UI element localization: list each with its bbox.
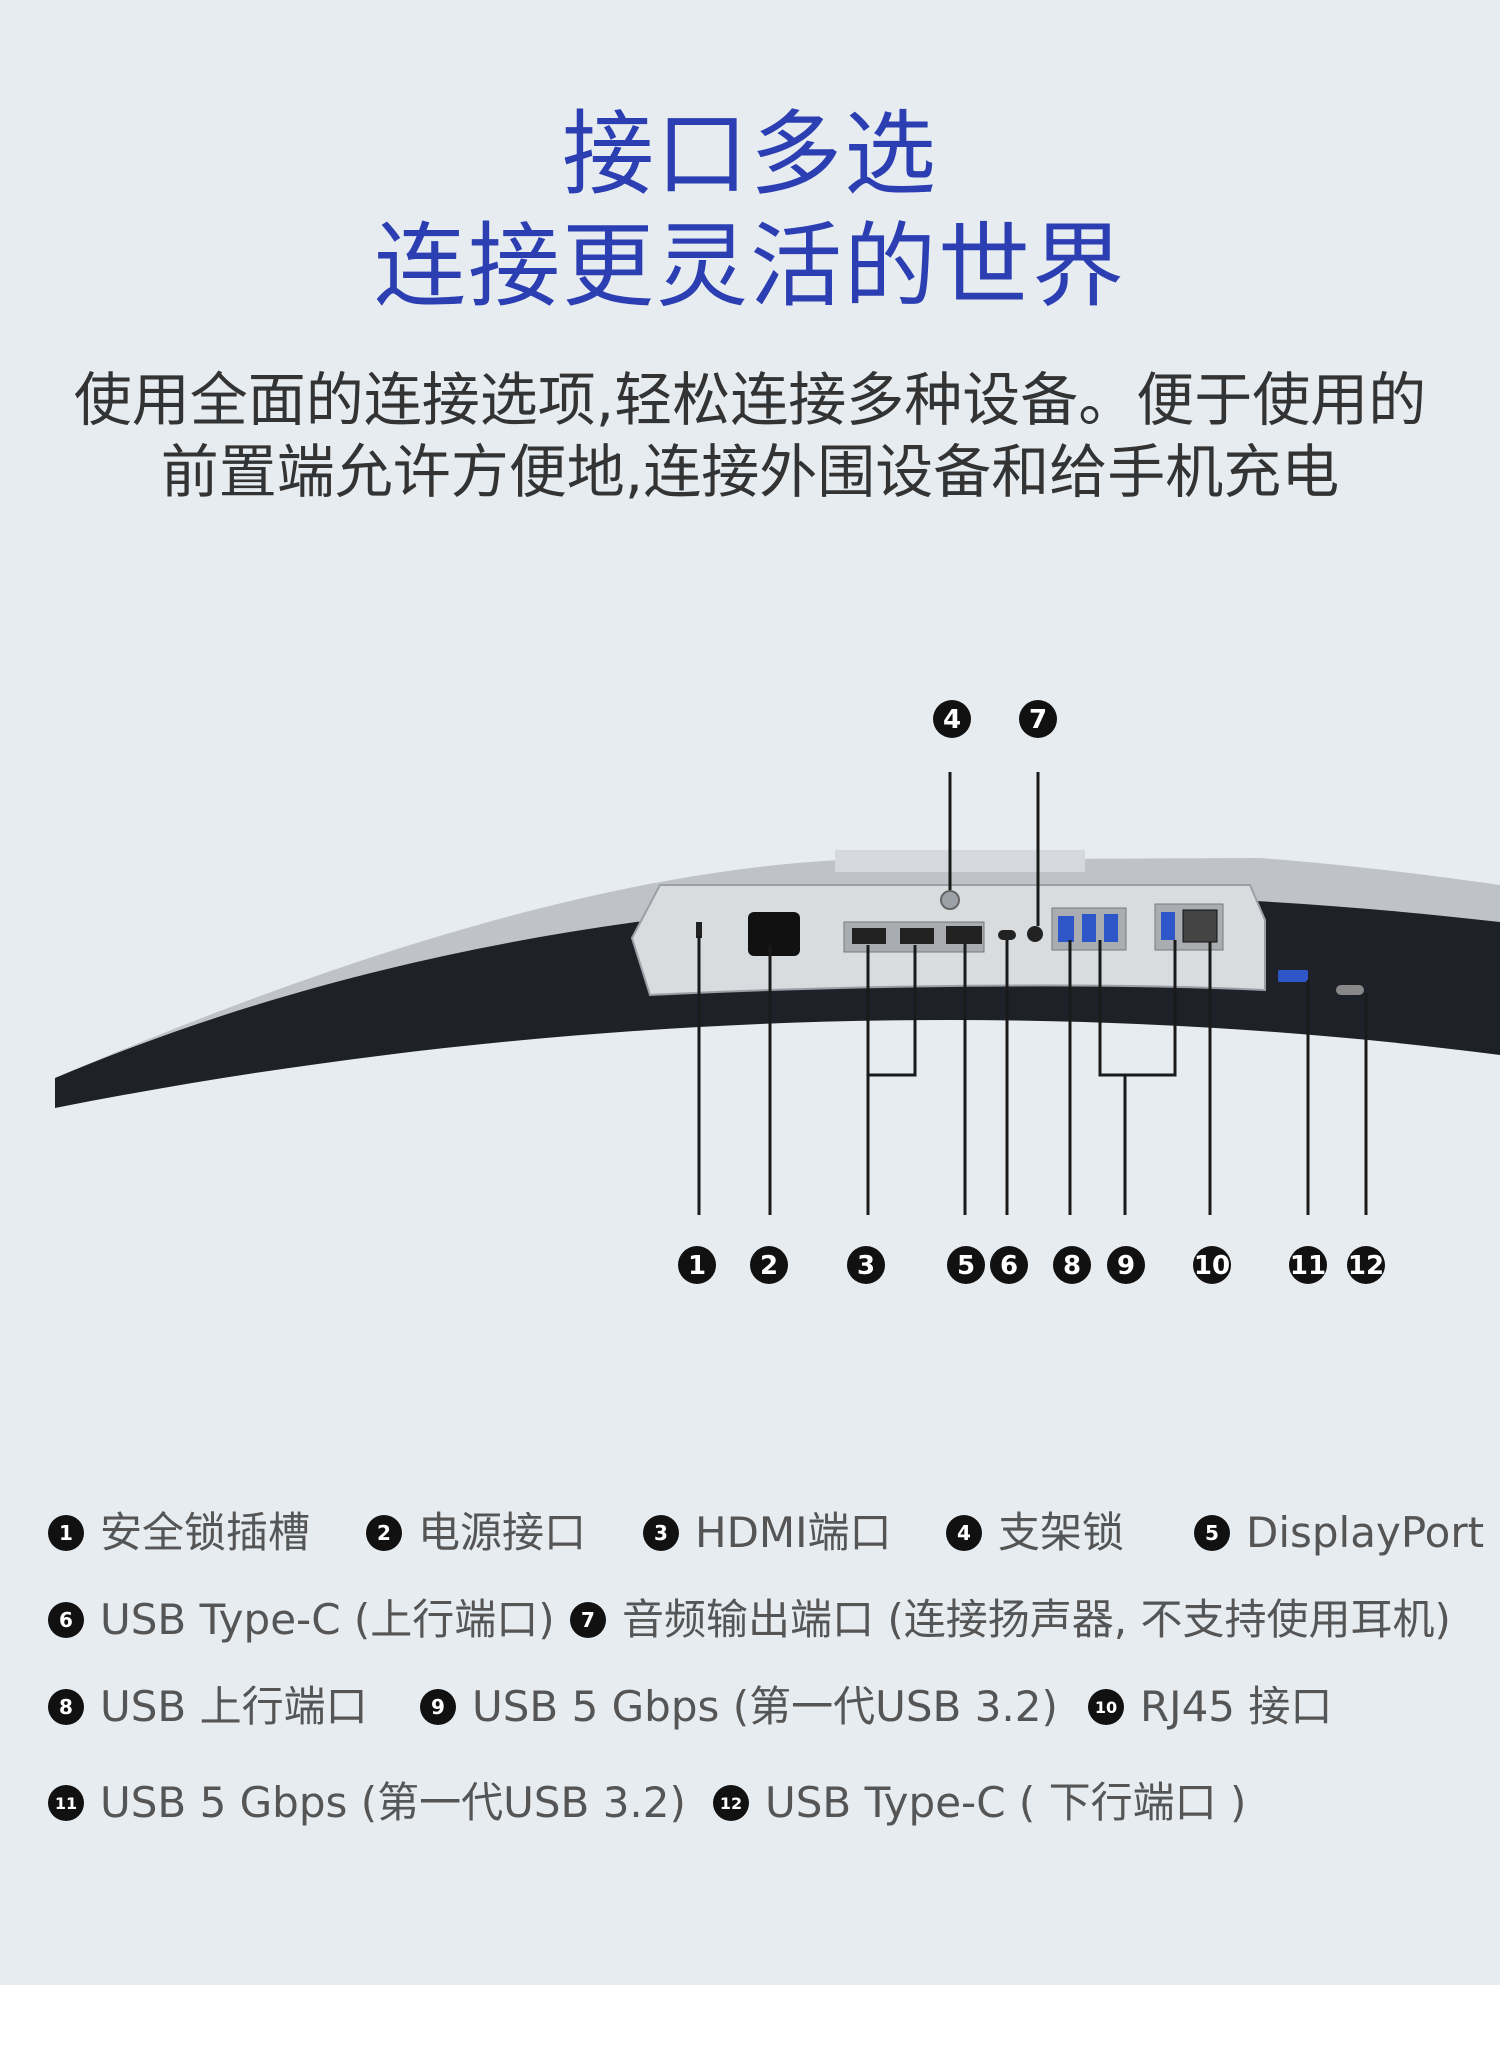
legend-item-6: 6 USB Type-C (上行端口) — [48, 1590, 555, 1650]
legend-number-badge: 5 — [1194, 1515, 1230, 1551]
number-badge-circle — [1193, 1246, 1231, 1284]
diagram-number-10: 10 — [1193, 1246, 1231, 1284]
background-panel: 接口多选 连接更灵活的世界 使用全面的连接选项,轻松连接多种设备。便于使用的 前… — [0, 0, 1500, 1985]
legend-item-7: 7 音频输出端口 (连接扬声器, 不支持使用耳机) — [570, 1590, 1451, 1650]
legend-label: 电源接口 — [418, 1508, 587, 1557]
legend-label: USB Type-C (上行端口) — [100, 1595, 555, 1644]
number-badge-text: 6 — [1000, 1251, 1018, 1281]
number-badge-circle — [750, 1246, 788, 1284]
legend-number-badge: 6 — [48, 1602, 84, 1638]
displayport-port — [946, 926, 982, 944]
security-slot-port — [696, 922, 702, 938]
power-port — [748, 912, 800, 956]
subtitle-line-1: 使用全面的连接选项,轻松连接多种设备。便于使用的 — [73, 366, 1427, 434]
number-badge-text: 8 — [1063, 1251, 1081, 1281]
diagram-number-11: 11 — [1289, 1246, 1327, 1284]
legend-label: HDMI端口 — [695, 1508, 892, 1557]
usb-5gbps-port-1 — [1082, 914, 1096, 942]
page-title-line-2: 连接更灵活的世界 — [373, 213, 1126, 320]
diagram-number-7: 7 — [1019, 700, 1057, 738]
number-badge-text: 3 — [857, 1251, 875, 1281]
number-badge-circle — [1347, 1246, 1385, 1284]
diagram-number-6: 6 — [990, 1246, 1028, 1284]
legend-number-badge: 1 — [48, 1515, 84, 1551]
usb-5gbps-port-3 — [1161, 912, 1175, 940]
number-badge-text: 4 — [943, 705, 961, 735]
legend-number-badge: 2 — [366, 1515, 402, 1551]
number-badge-text: 5 — [957, 1251, 975, 1281]
number-badge-circle — [990, 1246, 1028, 1284]
legend-item-8: 8 USB 上行端口 — [48, 1677, 368, 1737]
side-usb-c-downstream-port — [1336, 985, 1364, 995]
number-badge-text: 12 — [1348, 1251, 1384, 1281]
number-badge-circle — [1289, 1246, 1327, 1284]
diagram-number-2: 2 — [750, 1246, 788, 1284]
legend-item-2: 2 电源接口 — [366, 1503, 586, 1563]
stand-mount — [835, 850, 1085, 872]
legend-item-4: 4 支架锁 — [946, 1503, 1124, 1563]
stand-lock-point — [940, 890, 960, 910]
rj45-port — [1182, 909, 1218, 943]
legend-item-12: 12 USB Type-C ( 下行端口 ) — [713, 1773, 1246, 1833]
legend-label: RJ45 接口 — [1140, 1682, 1333, 1731]
number-badge-circle — [1053, 1246, 1091, 1284]
number-badge-text: 10 — [1194, 1251, 1230, 1281]
number-badge-text: 9 — [1117, 1251, 1135, 1281]
audio-out-port — [1027, 926, 1043, 942]
legend-item-10: 10 RJ45 接口 — [1088, 1677, 1332, 1737]
legend-label: 支架锁 — [998, 1508, 1125, 1557]
legend-label: DisplayPort — [1246, 1508, 1485, 1557]
legend-item-5: 5 DisplayPort — [1194, 1503, 1484, 1563]
number-badge-circle — [947, 1246, 985, 1284]
usb-c-upstream-port — [998, 930, 1016, 940]
legend-number-badge: 11 — [48, 1785, 84, 1821]
diagram-number-5: 5 — [947, 1246, 985, 1284]
diagram-number-4: 4 — [933, 700, 971, 738]
leader-lines — [697, 772, 1368, 1215]
usb-upstream-port — [1058, 916, 1074, 942]
legend-label: 音频输出端口 (连接扬声器, 不支持使用耳机) — [622, 1595, 1451, 1644]
hdmi-port-1 — [852, 928, 886, 944]
number-badge-circle — [933, 700, 971, 738]
number-badge-text: 1 — [688, 1251, 706, 1281]
diagram-number-1: 1 — [678, 1246, 716, 1284]
legend-label: 安全锁插槽 — [100, 1508, 311, 1557]
legend-item-9: 9 USB 5 Gbps (第一代USB 3.2) — [420, 1677, 1058, 1737]
legend-label: USB 上行端口 — [100, 1682, 368, 1731]
legend-number-badge: 9 — [420, 1689, 456, 1725]
legend-number-badge: 12 — [713, 1785, 749, 1821]
number-badge-circle — [1019, 700, 1057, 738]
hdmi-port-2 — [900, 928, 934, 944]
legend-item-11: 11 USB 5 Gbps (第一代USB 3.2) — [48, 1773, 686, 1833]
page-title-line-1: 接口多选 — [561, 101, 938, 208]
legend-label: USB 5 Gbps (第一代USB 3.2) — [472, 1682, 1058, 1731]
diagram-number-8: 8 — [1053, 1246, 1091, 1284]
number-badge-circle — [678, 1246, 716, 1284]
usb-5gbps-port-2 — [1104, 914, 1118, 942]
diagram-number-12: 12 — [1347, 1246, 1385, 1284]
subtitle-line-2: 前置端允许方便地,连接外围设备和给手机充电 — [160, 438, 1340, 506]
legend-number-badge: 7 — [570, 1602, 606, 1638]
legend-label: USB Type-C ( 下行端口 ) — [765, 1778, 1247, 1827]
side-usb-5gbps-port — [1278, 970, 1308, 982]
number-badge-text: 2 — [760, 1251, 778, 1281]
legend-label: USB 5 Gbps (第一代USB 3.2) — [100, 1778, 686, 1827]
legend-item-1: 1 安全锁插槽 — [48, 1503, 310, 1563]
legend-item-3: 3 HDMI端口 — [643, 1503, 892, 1563]
number-badge-circle — [847, 1246, 885, 1284]
legend-number-badge: 10 — [1088, 1689, 1124, 1725]
legend-number-badge: 8 — [48, 1689, 84, 1725]
legend-number-badge: 4 — [946, 1515, 982, 1551]
number-badge-text: 11 — [1290, 1251, 1326, 1281]
number-badge-text: 7 — [1029, 705, 1047, 735]
number-badge-circle — [1107, 1246, 1145, 1284]
diagram-number-3: 3 — [847, 1246, 885, 1284]
legend-number-badge: 3 — [643, 1515, 679, 1551]
diagram-number-9: 9 — [1107, 1246, 1145, 1284]
